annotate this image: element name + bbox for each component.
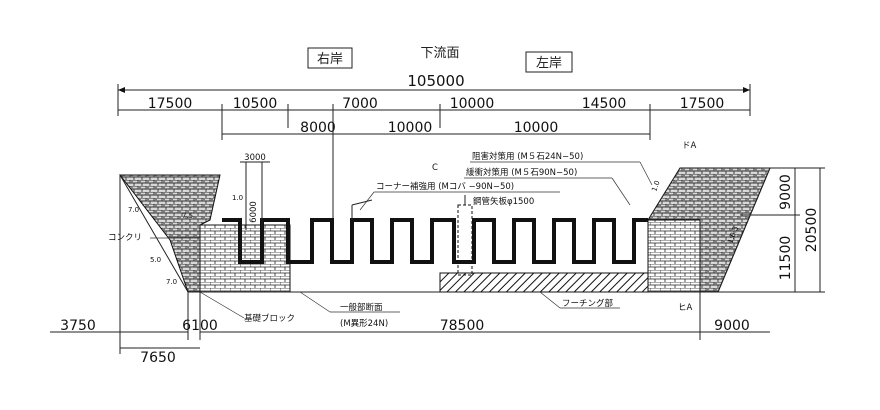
label-retaining-top: 阻害対策用 (M５石24N−50) [472, 151, 583, 162]
dim-second-1: 10000 [388, 120, 433, 136]
right-top-mark: ドA [682, 141, 697, 151]
second-row-dimensions: 8000 10000 10000 [222, 120, 650, 136]
right-slope-2-label: 1.0 [650, 179, 661, 192]
label-concrete: コンクリ [108, 233, 142, 243]
left-slope-marks: 7.0 7.5 5.0 7.0 1.0 [128, 194, 243, 286]
flow-label: 下流面 [420, 46, 459, 61]
dim-top-1: 10500 [233, 96, 278, 112]
dim-6000: 6000 [249, 201, 259, 223]
dim-second-2: 10000 [514, 120, 559, 136]
callouts: 阻害対策用 (M５石24N−50) 緩衝対策用 (M５石90N−50) コーナー… [108, 151, 653, 329]
label-footing: フーチング部 [562, 298, 614, 309]
dim-upper-height: 9000 [778, 174, 794, 210]
header-right-bank: 右岸 [307, 47, 353, 69]
dim-left-footing: 3750 [60, 318, 96, 334]
label-rebar: 鋼管矢板φ1500 [473, 196, 534, 207]
top-segment-dimensions: 17500 10500 7000 10000 14500 17500 [118, 96, 750, 218]
overall-dimension: 105000 [117, 72, 751, 116]
side-mark-2: 5.0 [150, 256, 161, 264]
side-mark-4: 1.0 [232, 194, 243, 202]
bottom-dimensions: 3750 6100 78500 9000 7650 [50, 175, 770, 366]
dim-top-3: 10000 [450, 96, 495, 112]
right-vertical-dimensions: 9000 11500 20500 [710, 167, 825, 293]
label-general-spec: (M異形24N) [340, 319, 388, 329]
footing-band [439, 272, 649, 293]
dim-second-0: 8000 [300, 120, 336, 136]
total-width-label: 105000 [407, 72, 464, 90]
header-left-bank: 左岸 [525, 51, 573, 73]
spacing-marks: 3000 6000 [240, 153, 270, 230]
side-mark-1: 7.5 [182, 212, 193, 220]
label-corner: コーナー補強用 (Mコバ −90N−50) [376, 181, 514, 192]
sheet-pile-wall [222, 199, 648, 264]
side-mark-0: 7.0 [128, 206, 139, 214]
dim-top-2: 7000 [342, 96, 378, 112]
channel-outline [118, 167, 771, 293]
dim-total-height: 20500 [804, 208, 820, 253]
header-flow: 下流面 [420, 46, 459, 61]
dim-right-footing: 9000 [714, 318, 750, 334]
label-center-mark: C [432, 163, 438, 173]
left-bank-label: 左岸 [536, 56, 562, 71]
dim-top-5: 17500 [680, 96, 725, 112]
side-mark-3: 7.0 [166, 278, 177, 286]
dim-top-4: 14500 [582, 96, 627, 112]
right-bank-label: 右岸 [317, 52, 343, 67]
dim-3000: 3000 [244, 153, 266, 163]
dim-lower-height: 11500 [778, 236, 794, 281]
label-general-section: 一般部断面 [340, 302, 383, 313]
label-base-block: 基礎ブロック [244, 313, 295, 324]
dim-top-0: 17500 [148, 96, 193, 112]
dim-bottom-span: 78500 [440, 318, 485, 334]
dim-inner-left: 6100 [182, 318, 218, 334]
right-low-mark: ヒA [678, 303, 693, 313]
dim-left-offset: 7650 [140, 350, 176, 366]
label-retaining-mid: 緩衝対策用 (M５石90N−50) [466, 167, 577, 178]
steel-pipe-pile [457, 195, 473, 276]
